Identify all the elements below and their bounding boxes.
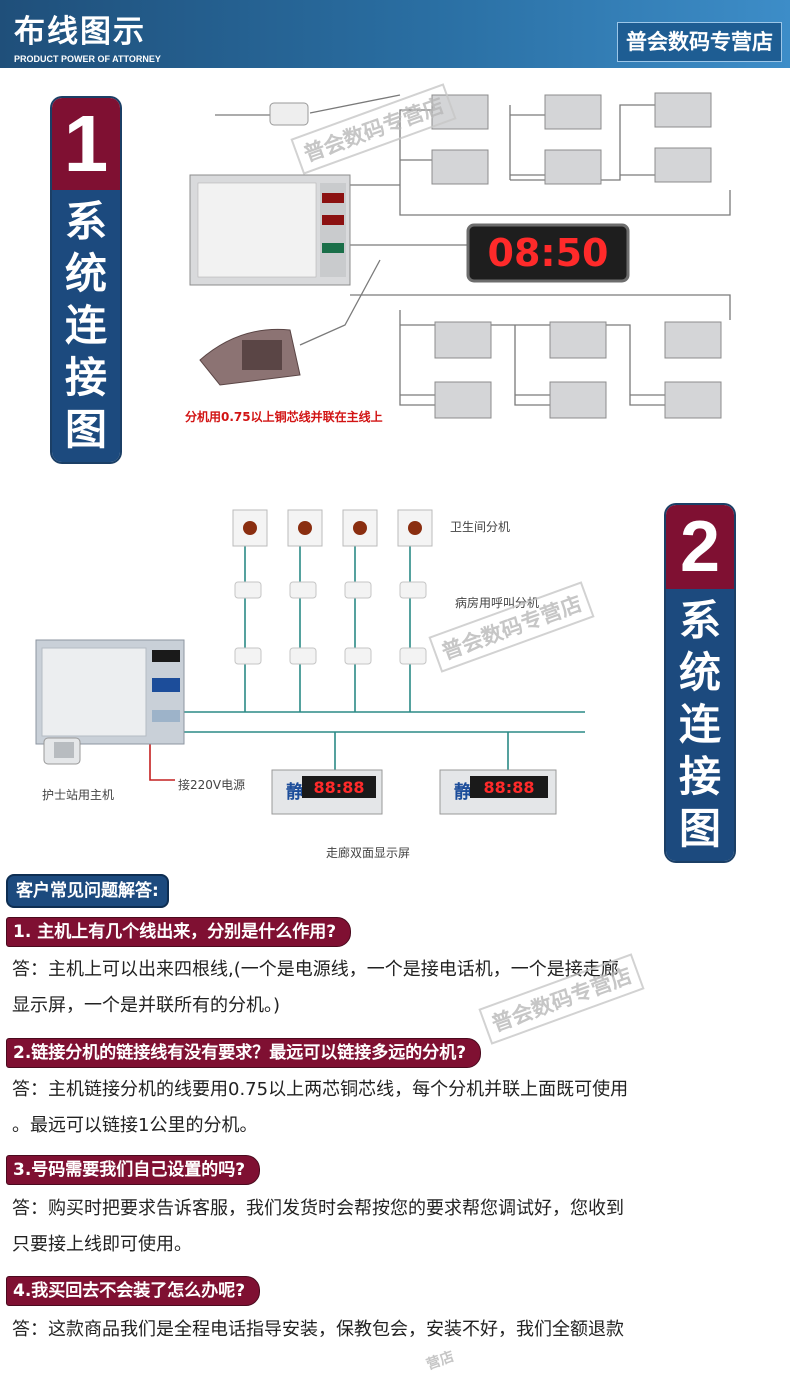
page-subtitle: PRODUCT POWER OF ATTORNEY [14, 54, 161, 64]
faq-question-4: 4.我买回去不会装了怎么办呢? [6, 1276, 261, 1306]
diagram1-badge-number: 1 [52, 98, 120, 190]
display-char: 静 [286, 781, 304, 803]
faq-question-2: 2.链接分机的链接线有没有要求？最远可以链接多远的分机? [6, 1038, 482, 1068]
switch-box [269, 102, 309, 126]
shop-name-badge: 普会数码专营店 [617, 22, 782, 62]
display-digits: 88:88 [484, 778, 535, 797]
telephone-icon [43, 737, 81, 765]
wiring-lines [215, 94, 731, 406]
badge-char: 连 [678, 700, 721, 749]
ward-extensions [234, 581, 427, 665]
display-digits: 88:88 [314, 778, 365, 797]
wall-clock-display: 08:50 [466, 223, 630, 283]
clock-time: 08:50 [488, 231, 609, 275]
faq-heading: 客户常见问题解答: [6, 874, 169, 908]
wiring-diagram-2: 静 88:88 静 88:88 [35, 509, 585, 815]
ward-extension-label: 病房用呼叫分机 [455, 596, 540, 610]
nurse-station-host [35, 639, 185, 745]
host-unit [189, 174, 351, 286]
answer-line: 答：这款商品我们是全程电话指导安装，保教包会，安装不好，我们全额退款 [12, 1319, 624, 1340]
answer-line: 。最远可以链接1公里的分机。 [12, 1115, 258, 1136]
corridor-display-left: 静 88:88 [271, 769, 383, 815]
badge-char: 系 [64, 197, 107, 246]
diagram1-note: 分机用0.75以上铜芯线并联在主线上 [185, 410, 383, 424]
power-label: 接220V电源 [178, 778, 246, 792]
answer-line: 答：主机链接分机的线要用0.75以上两芯铜芯线，每个分机并联上面既可使用 [12, 1079, 629, 1100]
telephone-icon [199, 328, 301, 386]
toilet-extensions [232, 509, 433, 547]
corridor-display-right: 静 88:88 [439, 769, 557, 815]
answer-line: 答：购买时把要求告诉客服，我们发货时会帮按您的要求帮您调试好，您收到 [12, 1198, 624, 1219]
diagram2-badge-number: 2 [666, 505, 734, 589]
display-label: 走廊双面显示屏 [326, 846, 411, 860]
diagram2-badge-text: 系 统 连 接 图 [666, 589, 734, 861]
header-banner: 布线图示 PRODUCT POWER OF ATTORNEY 普会数码专营店 [0, 0, 790, 68]
diagram2-badge: 2 系 统 连 接 图 [666, 505, 734, 861]
faq-answer-1: 答：主机上可以出来四根线,(一个是电源线，一个是接电话机，一个是接走廊 显示屏，… [12, 952, 782, 1024]
faq-answer-3: 答：购买时把要求告诉客服，我们发货时会帮按您的要求帮您调试好，您收到 只要接上线… [12, 1191, 782, 1263]
display-char: 静 [454, 781, 472, 803]
wiring-lines [180, 540, 585, 770]
host-label: 护士站用主机 [42, 788, 115, 802]
faq-question-1: 1. 主机上有几个线出来，分别是什么作用? [6, 917, 352, 947]
badge-char: 图 [64, 405, 107, 454]
toilet-extension-label: 卫生间分机 [450, 520, 511, 534]
badge-char: 接 [678, 752, 721, 801]
answer-line: 显示屏，一个是并联所有的分机。) [12, 995, 281, 1016]
badge-char: 图 [678, 804, 721, 853]
diagram1-badge: 1 系 统 连 接 图 [52, 98, 120, 462]
extension-units [431, 92, 722, 419]
faq-question-3: 3.号码需要我们自己设置的吗? [6, 1155, 261, 1185]
answer-line: 答：主机上可以出来四根线,(一个是电源线，一个是接电话机，一个是接走廊 [12, 959, 619, 980]
badge-char: 连 [64, 301, 107, 350]
faq-answer-2: 答：主机链接分机的线要用0.75以上两芯铜芯线，每个分机并联上面既可使用 。最远… [12, 1072, 782, 1144]
badge-char: 统 [64, 249, 107, 298]
page-title: 布线图示 [14, 14, 146, 50]
wiring-diagram-1: 08:50 [189, 92, 731, 419]
diagram1-badge-text: 系 统 连 接 图 [52, 190, 120, 462]
badge-char: 系 [678, 596, 721, 645]
badge-char: 统 [678, 648, 721, 697]
badge-char: 接 [64, 353, 107, 402]
power-line [149, 740, 175, 781]
answer-line: 只要接上线即可使用。 [12, 1234, 192, 1255]
faq-answer-4: 答：这款商品我们是全程电话指导安装，保教包会，安装不好，我们全额退款 [12, 1312, 782, 1348]
